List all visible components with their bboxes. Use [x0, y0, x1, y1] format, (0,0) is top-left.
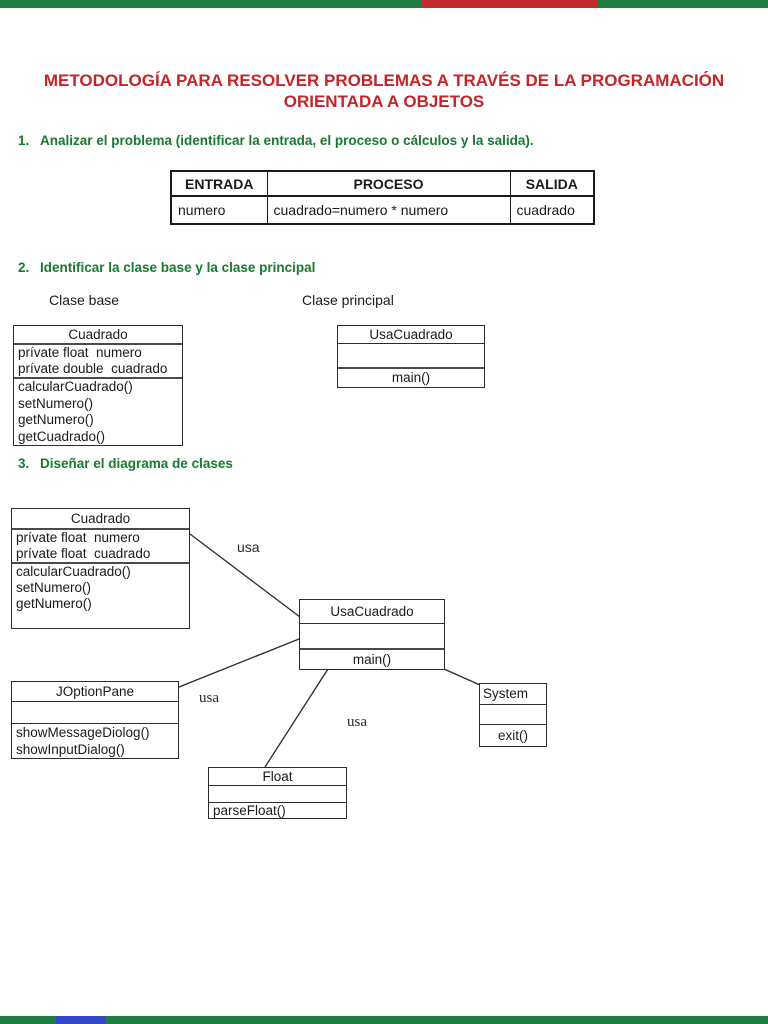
class-methods: main(): [300, 648, 444, 669]
class-attributes-empty: [338, 343, 484, 367]
relation-line-usacuadrado-system: [443, 668, 481, 686]
io-analysis-table: ENTRADA PROCESO SALIDA numero cuadrado=n…: [170, 170, 595, 225]
class-title: JOptionPane: [55, 684, 135, 699]
class-methods: showMessageDiolog() showInputDialog(): [12, 723, 178, 758]
heading-2-text: Identificar la clase base y la clase pri…: [40, 260, 316, 275]
class-attributes-empty: [209, 785, 346, 802]
class-title: UsaCuadrado: [369, 327, 453, 342]
strip-segment-green: [106, 1016, 768, 1024]
strip-segment-green: [598, 0, 768, 8]
class-attribute: prívate float cuadrado: [16, 546, 151, 561]
class-box-cuadrado-base: Cuadrado prívate float numero prívate do…: [13, 325, 183, 446]
clase-base-label: Clase base: [49, 292, 120, 308]
strip-segment-blue: [56, 1016, 106, 1024]
class-method: getNumero(): [18, 412, 94, 427]
heading-2: 2. Identificar la clase base y la clase …: [18, 260, 738, 276]
clase-principal-label: Clase principal: [302, 292, 394, 308]
class-method: calcularCuadrado(): [16, 564, 131, 579]
document-title-line2: ORIENTADA A OBJETOS: [283, 92, 485, 111]
class-methods: exit(): [480, 724, 546, 746]
table-header-proceso: PROCESO: [266, 170, 511, 197]
heading-3-number: 3.: [18, 456, 30, 471]
document-title-line1: METODOLOGÍA PARA RESOLVER PROBLEMAS A TR…: [43, 71, 725, 90]
document-title: METODOLOGÍA PARA RESOLVER PROBLEMAS A TR…: [0, 70, 768, 112]
class-title: Cuadrado: [68, 327, 128, 342]
class-method: main(): [391, 370, 431, 385]
class-attribute: prívate double cuadrado: [18, 361, 168, 376]
page-edge-strip-top: [0, 0, 768, 8]
table-header-row: ENTRADA PROCESO SALIDA: [170, 170, 595, 197]
usa-relation-label: usa: [347, 714, 367, 730]
table-row: numero cuadrado=numero * numero cuadrado: [170, 195, 595, 225]
class-title: System: [483, 686, 529, 701]
page-edge-strip-bottom: [0, 1016, 768, 1024]
usa-relation-label: usa: [237, 539, 260, 555]
diagram-class-box-cuadrado: Cuadrado prívate float numero prívate fl…: [11, 508, 190, 629]
class-method: parseFloat(): [213, 803, 286, 818]
table-cell-proceso: cuadrado=numero * numero: [266, 195, 511, 225]
relation-line-joptionpane-usacuadrado: [178, 638, 300, 688]
class-title: Float: [262, 769, 293, 784]
heading-1-text: Analizar el problema (identificar la ent…: [40, 133, 534, 148]
class-attributes: prívate float numero prívate float cuadr…: [12, 528, 189, 562]
table-cell-salida: cuadrado: [509, 195, 595, 225]
class-title: Cuadrado: [70, 511, 131, 526]
class-attribute: prívate float numero: [16, 530, 140, 545]
class-method: main(): [352, 652, 392, 667]
class-method: getCuadrado(): [18, 428, 106, 444]
class-method: showInputDialog(): [16, 742, 125, 757]
class-box-usacuadrado-main: UsaCuadrado main(): [337, 325, 485, 388]
class-attributes-empty: [300, 623, 444, 648]
table-cell-entrada: numero: [170, 195, 268, 225]
strip-segment-red: [421, 0, 598, 8]
class-attributes-empty: [12, 701, 178, 723]
diagram-class-box-joptionpane: JOptionPane showMessageDiolog() showInpu…: [11, 681, 179, 759]
class-method: calcularCuadrado(): [18, 379, 133, 394]
class-method: setNumero(): [16, 580, 92, 595]
heading-3-text: Diseñar el diagrama de clases: [40, 456, 233, 471]
class-attributes: prívate float numero prívate double cuad…: [14, 343, 182, 377]
class-method: exit(): [498, 728, 528, 743]
heading-1-number: 1.: [18, 133, 30, 148]
class-methods: calcularCuadrado() setNumero() getNumero…: [12, 562, 189, 628]
relation-line-usacuadrado-float: [264, 668, 329, 768]
diagram-class-box-usacuadrado: UsaCuadrado main(): [299, 599, 445, 670]
class-methods: main(): [338, 367, 484, 387]
class-method: getNumero(): [16, 596, 92, 611]
heading-1: 1. Analizar el problema (identificar la …: [18, 133, 738, 149]
heading-3: 3. Diseñar el diagrama de clases: [18, 456, 738, 472]
class-method: setNumero(): [18, 395, 94, 411]
class-attribute: prívate float numero: [18, 345, 142, 360]
diagram-class-box-float: Float parseFloat(): [208, 767, 347, 819]
heading-2-number: 2.: [18, 260, 30, 275]
usa-relation-label: usa: [199, 690, 219, 706]
table-header-entrada: ENTRADA: [170, 170, 268, 197]
class-method: showMessageDiolog(): [16, 725, 150, 740]
strip-segment-green: [0, 1016, 56, 1024]
class-methods: calcularCuadrado() setNumero() getNumero…: [14, 377, 182, 445]
diagram-class-box-system: System exit(): [479, 683, 547, 747]
class-title: UsaCuadrado: [330, 604, 414, 619]
class-attributes-empty: [480, 704, 546, 724]
class-methods: parseFloat(): [209, 802, 346, 818]
table-header-salida: SALIDA: [509, 170, 595, 197]
strip-segment-green: [0, 0, 421, 8]
